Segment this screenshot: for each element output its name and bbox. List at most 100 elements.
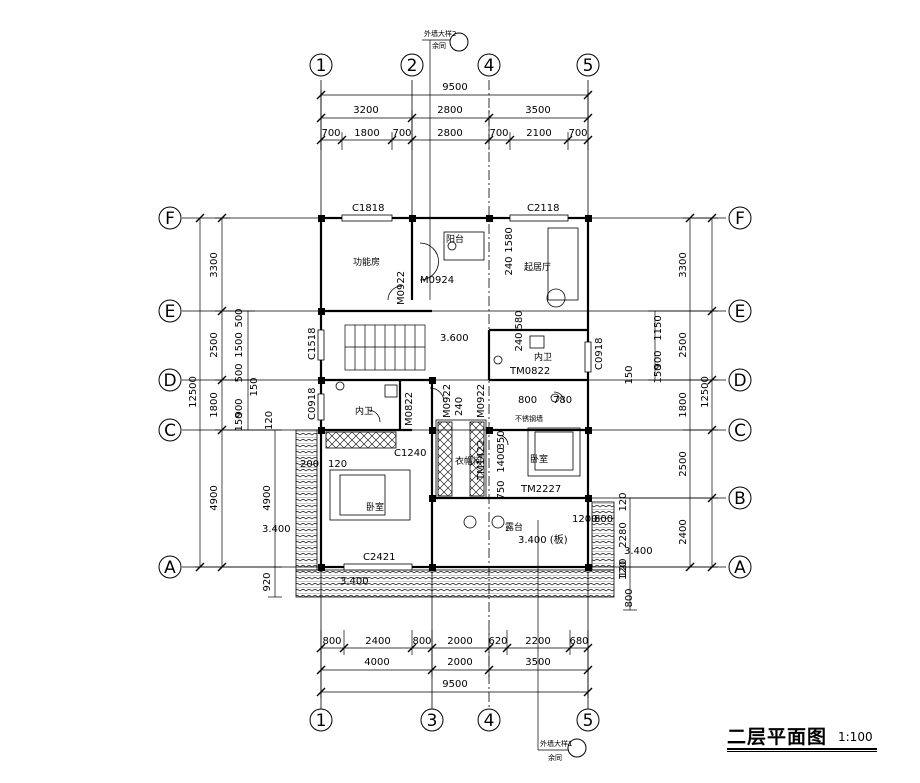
detail-ref-bottom: 外墙大样1	[540, 739, 572, 748]
dim-top-detail-5: 700	[489, 128, 508, 139]
dim-bottom-detail-4: 2000	[447, 636, 472, 647]
axis-right-a: A	[734, 558, 746, 578]
axis-left-c: C	[164, 421, 176, 441]
dim-top-detail-2: 1800	[354, 128, 379, 139]
dim-right-outer-1: 3300	[678, 252, 689, 277]
axis-left-d: D	[163, 371, 176, 391]
dim-right-inner-150: 150	[653, 364, 664, 383]
dim-right-inner-800: 800	[624, 588, 635, 607]
dim-top-total: 9500	[442, 82, 467, 93]
dim-1200-right: 1200	[572, 514, 597, 525]
dim-bottom-mid-1: 4000	[364, 657, 389, 668]
dim-right-inner-750: 750	[496, 480, 507, 499]
dim-right-outer-3: 1800	[678, 392, 689, 417]
dim-bottom-detail-5: 620	[488, 636, 507, 647]
dim-right-outer-2: 2500	[678, 332, 689, 357]
dim-bottom-detail-7: 680	[569, 636, 588, 647]
dim-top-mid-2: 2800	[437, 105, 462, 116]
door-tm0822: TM0822	[509, 366, 550, 377]
axis-top-1: 1	[316, 56, 327, 76]
detail-ref-bottom-sub: 余同	[548, 753, 562, 762]
door-m0924: M0924	[420, 275, 454, 286]
door-m0922-upper: M0922	[396, 271, 407, 305]
dim-800-right: 800	[594, 514, 613, 525]
dim-left-inner-3: 500	[234, 363, 245, 382]
dim-left-inner-8: 920	[262, 572, 273, 591]
dim-120-bed: 120	[328, 459, 347, 470]
axis-top-5: 5	[583, 56, 594, 76]
detail-ref-top: 外墙大样2	[424, 29, 456, 38]
room-function: 功能房	[353, 256, 380, 268]
dim-right-inner-1150: 1150	[653, 315, 664, 340]
axis-right-e: E	[735, 302, 746, 322]
dim-top-detail-6: 2100	[526, 128, 551, 139]
detail-ref-top-sub: 余同	[432, 41, 446, 50]
dim-right-inner-350: 350	[496, 430, 507, 449]
dim-bottom-detail-1: 800	[322, 636, 341, 647]
axis-bottom-3: 3	[427, 711, 438, 731]
axis-right-d: D	[733, 371, 746, 391]
room-bath-right: 内卫	[534, 351, 552, 363]
dim-bottom-total: 9500	[442, 679, 467, 690]
drawing-scale: 1:100	[838, 730, 873, 744]
dim-left-inner-5: 900	[234, 398, 245, 417]
room-balcony: 阳台	[446, 233, 464, 245]
dim-bottom-mid-2: 2000	[447, 657, 472, 668]
window-c0918-right: C0918	[594, 338, 605, 370]
dim-bottom-mid-3: 3500	[525, 657, 550, 668]
window-c0918-left: C0918	[307, 388, 318, 420]
dim-right-inner-240: 240	[504, 256, 515, 275]
room-closet: 衣帽间	[455, 455, 482, 467]
window-c1240: C1240	[394, 448, 426, 459]
window-c1518: C1518	[307, 328, 318, 360]
dim-right-inner-1400: 1400	[496, 447, 507, 472]
axis-bottom-4: 4	[484, 711, 495, 731]
dim-780-bath: 780	[553, 395, 572, 406]
axis-bottom-1: 1	[316, 711, 327, 731]
axis-left-f: F	[165, 209, 175, 229]
room-lounge: 起居厅	[524, 262, 551, 273]
dim-left-outer-3: 1800	[209, 392, 220, 417]
dim-right-outer-4: 2500	[678, 451, 689, 476]
title-underline	[727, 748, 877, 750]
axis-bottom-5: 5	[583, 711, 594, 731]
drawing-title: 二层平面图	[727, 726, 828, 748]
dim-right-inner-2280: 2280	[618, 522, 629, 547]
axis-right-b: B	[734, 489, 746, 509]
dim-right-inner-900: 900	[653, 350, 664, 369]
dim-right-total: 12500	[700, 376, 711, 408]
room-bedroom-left: 卧室	[366, 501, 384, 513]
dim-left-inner-1: 500	[234, 308, 245, 327]
window-c2421: C2421	[363, 552, 395, 563]
room-terrace: 露台	[505, 521, 523, 533]
dim-right-inner-580: 580	[514, 310, 525, 329]
dim-right-inner-120b: 120	[618, 558, 629, 577]
room-bedroom-right: 卧室	[530, 453, 548, 465]
dim-right-inner-150b: 150	[624, 365, 635, 384]
dim-200-bed: 200	[300, 459, 319, 470]
dim-left-outer-2: 2500	[209, 332, 220, 357]
door-m0822: M0822	[404, 392, 415, 426]
dim-240-closet: 240	[454, 397, 465, 416]
window-c2118: C2118	[527, 203, 559, 214]
level-3400-right: 3.400	[624, 546, 653, 557]
dim-right-inner-240b: 240	[514, 332, 525, 351]
door-m0922-mid: M0922	[442, 384, 453, 418]
door-tm2227: TM2227	[520, 484, 561, 495]
dim-top-mid-3: 3500	[525, 105, 550, 116]
axis-right-f: F	[735, 209, 745, 229]
axis-top-4: 4	[484, 56, 495, 76]
axis-left-a: A	[164, 558, 176, 578]
axis-left-e: E	[165, 302, 176, 322]
room-bath-left: 内卫	[355, 405, 373, 417]
window-c1818: C1818	[352, 203, 384, 214]
dim-left-inner-4: 150	[249, 377, 260, 396]
glass-wall-label: 不锈钢墙	[515, 414, 543, 423]
dim-right-inner-120: 120	[618, 492, 629, 511]
dim-left-inner-7: 4900	[262, 485, 273, 510]
dim-top-detail-7: 700	[568, 128, 587, 139]
dim-120-bottom-right: 120	[618, 561, 629, 580]
dim-top-detail-3: 700	[392, 128, 411, 139]
axis-right-c: C	[734, 421, 746, 441]
dim-bottom-detail-6: 2200	[525, 636, 550, 647]
